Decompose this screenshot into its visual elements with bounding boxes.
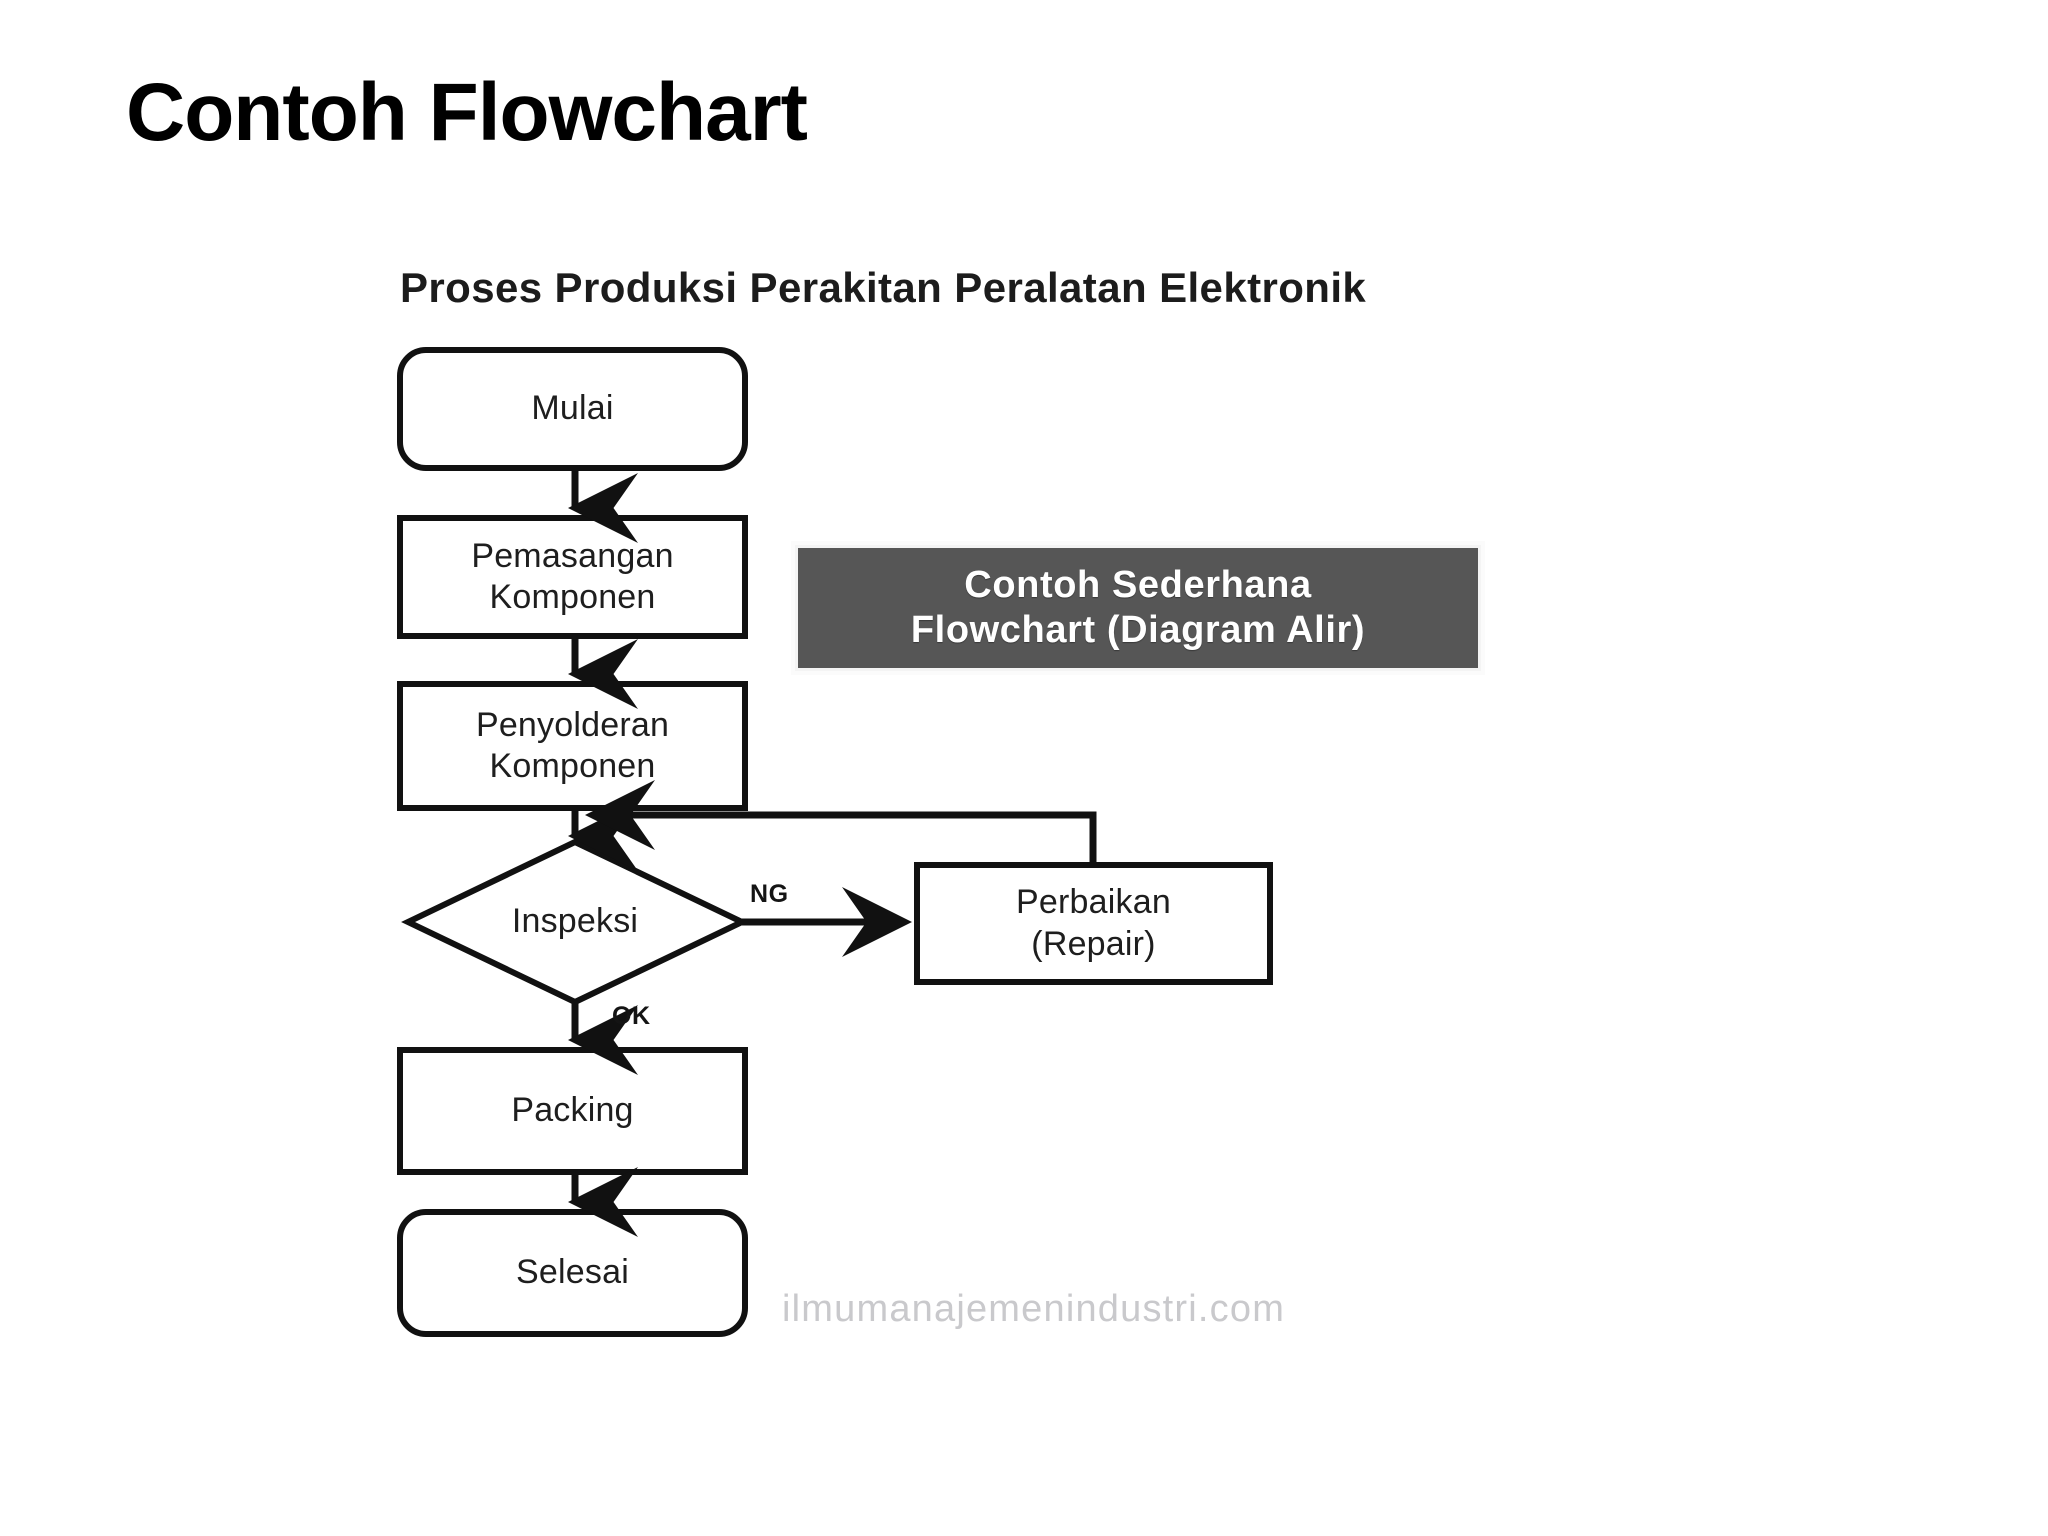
node-penyolderan-shape (397, 681, 748, 811)
page-title: Contoh Flowchart (126, 67, 808, 158)
callout-box: Contoh Sederhana Flowchart (Diagram Alir… (795, 545, 1481, 671)
node-mulai-shape (397, 347, 748, 471)
watermark: ilmumanajemenindustri.com (782, 1288, 1286, 1330)
edge-label-ng: NG (750, 880, 789, 908)
callout-text: Contoh Sederhana Flowchart (Diagram Alir… (910, 564, 1366, 651)
edge-perbaikan-to-inspeksi-loop (585, 780, 1097, 865)
node-packing-shape (397, 1047, 748, 1175)
node-pemasangan-shape (397, 515, 748, 639)
diagram-heading: Proses Produksi Perakitan Peralatan Elek… (400, 264, 1367, 311)
edge-label-ok: OK (612, 1002, 651, 1030)
node-selesai-shape (397, 1209, 748, 1337)
node-perbaikan-shape (914, 862, 1273, 985)
node-inspeksi-shape (401, 838, 749, 1006)
